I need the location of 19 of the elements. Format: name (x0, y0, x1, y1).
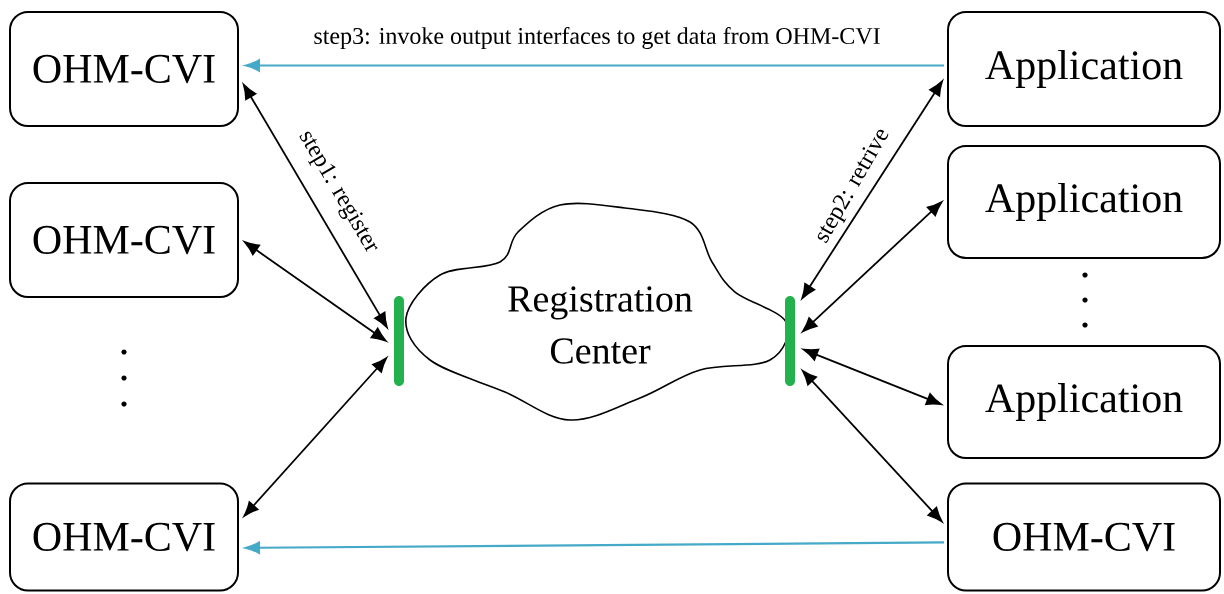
arrow (243, 357, 388, 517)
interface-bar (785, 296, 795, 386)
arrow (245, 541, 945, 554)
arrow (801, 370, 943, 523)
arrow (244, 241, 387, 342)
text-box: OHM-CVI (9, 182, 239, 298)
text-box: OHM-CVI (947, 482, 1221, 592)
text-box: Application (947, 145, 1221, 259)
text-box: Application (947, 11, 1221, 127)
text-box: OHM-CVI (9, 11, 239, 127)
arrow (802, 348, 942, 405)
arrow (801, 80, 943, 299)
arrow (242, 83, 388, 328)
text-box: OHM-CVI (9, 482, 239, 592)
interface-bar (394, 296, 404, 386)
edge-label: step2: retrive (809, 122, 897, 250)
text-box: Application (947, 345, 1221, 459)
arrow (802, 201, 943, 333)
edge-label: step3: invoke output interfaces to get data from OHM-CVI (311, 24, 883, 52)
